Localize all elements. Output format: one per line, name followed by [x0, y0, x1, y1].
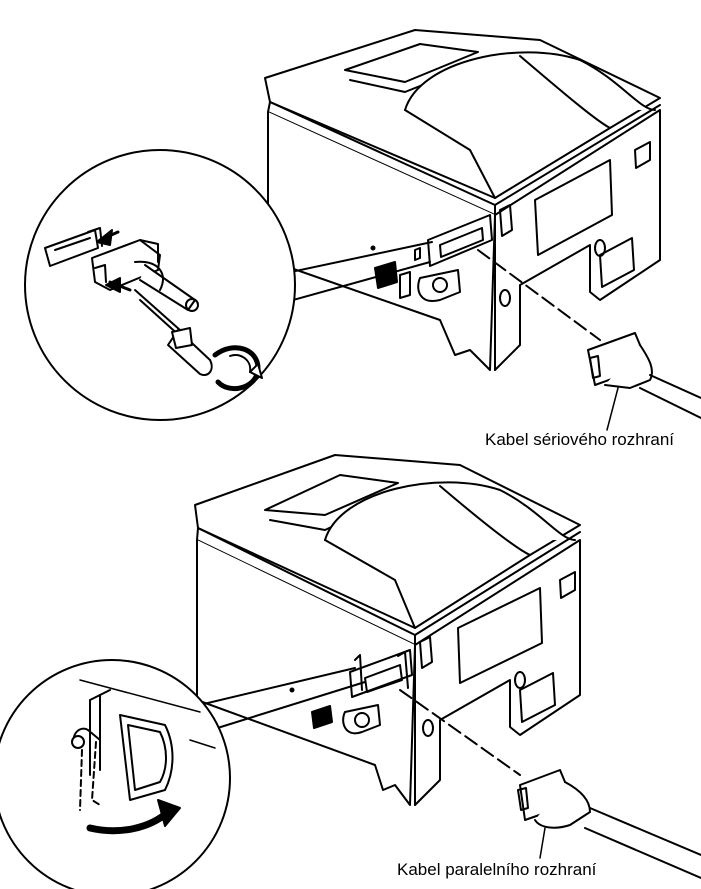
serial-cable: [587, 332, 701, 431]
parallel-cable: [517, 769, 701, 879]
serial-cable-label: Kabel sériového rozhraní: [485, 430, 675, 449]
serial-inset: [24, 149, 296, 421]
printer-top: [229, 29, 661, 371]
parallel-cable-label: Kabel paralelního rozhraní: [397, 860, 597, 879]
printer-bottom: [169, 454, 581, 806]
parallel-inset: [0, 659, 231, 889]
